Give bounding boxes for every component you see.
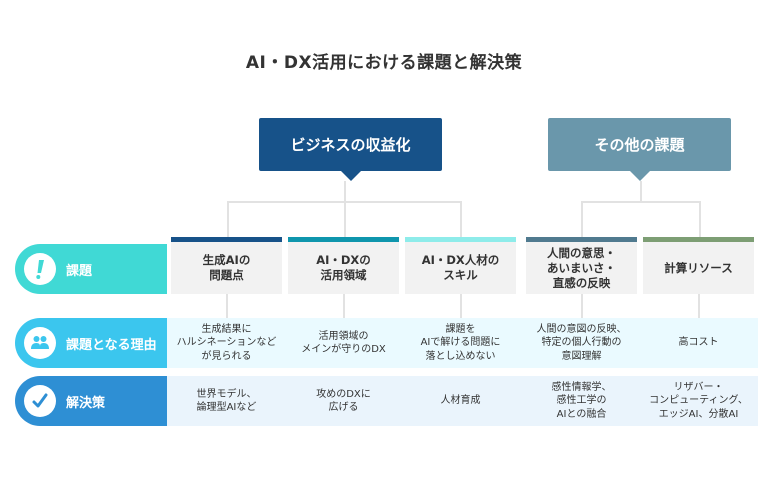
column-bar [643, 237, 754, 242]
issue-card: 生成AIの 問題点 [171, 242, 282, 294]
connector-line [581, 201, 583, 237]
reason-cell: 人間の意図の反映、 特定の個人行動の 意図理解 [536, 323, 627, 362]
issue-card: AI・DXの 活用領域 [288, 242, 399, 294]
column-bar [288, 237, 399, 242]
row-label-text: 課題となる理由 [66, 337, 157, 353]
diagram-title: AI・DX活用における課題と解決策 [245, 53, 523, 73]
reason-cell: 活用領域の メインが守りのDX [301, 330, 386, 356]
issue-card: 人間の意思・ あいまいさ・ 直感の反映 [526, 242, 637, 294]
issue-card: AI・DX人材の スキル [405, 242, 516, 294]
column-bar [405, 237, 516, 242]
connector-line [460, 294, 462, 318]
row-label-text: 課題 [66, 263, 93, 279]
reason-cell: 生成結果に ハルシネーションなど が見られる [176, 323, 277, 362]
connector-line [344, 181, 346, 237]
connector-line [227, 201, 461, 203]
group-header-other: その他の課題 [548, 118, 731, 181]
connector-line [581, 294, 583, 318]
pointer-arrow-icon [339, 170, 362, 181]
reason-row-band [166, 318, 758, 368]
group-header-label: その他の課題 [594, 136, 685, 154]
reason-cell: 課題を AIで解ける問題に 落とし込めない [420, 323, 501, 362]
issue-card: 計算リソース [643, 242, 754, 294]
connector-line [460, 201, 462, 237]
connector-line [698, 294, 700, 318]
solution-cell: 感性情報学、 感性工学の AIとの融合 [551, 381, 612, 420]
solution-cell: 世界モデル、 論理型AIなど [196, 388, 257, 414]
solution-cell: リザバー・ コンピューティング、 エッジAI、分散AI [649, 381, 748, 420]
column-bar [171, 237, 282, 242]
reason-cell: 高コスト [678, 337, 719, 349]
group-header-label: ビジネスの収益化 [290, 136, 411, 154]
solution-cell: 人材育成 [440, 395, 481, 407]
check-icon [24, 385, 56, 417]
solution-cell: 攻めのDXに 広げる [316, 388, 371, 414]
people-icon [24, 327, 56, 359]
column-bar [526, 237, 637, 242]
connector-line [699, 201, 701, 237]
row-label-text: 解決策 [66, 395, 106, 411]
connector-line [581, 201, 700, 203]
row-label-reason: 課題となる理由 [15, 318, 167, 368]
connector-line [227, 201, 229, 237]
connector-line [343, 294, 345, 318]
group-header-business: ビジネスの収益化 [259, 118, 442, 181]
row-label-issue: 課題 [15, 244, 167, 294]
row-label-solution: 解決策 [15, 376, 167, 426]
connector-line [226, 294, 228, 318]
pointer-arrow-icon [628, 170, 651, 181]
solution-row-band [166, 376, 758, 426]
exclamation-icon [24, 253, 56, 285]
connector-line [640, 181, 642, 202]
